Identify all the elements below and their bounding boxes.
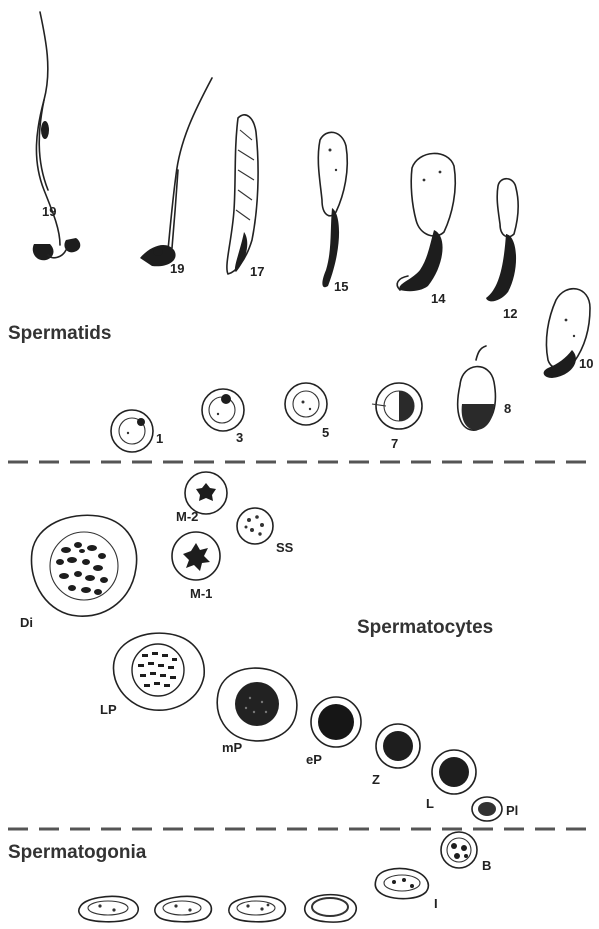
spermatid-8 — [458, 346, 496, 430]
spermatocyte-z — [376, 724, 420, 768]
label-spermatid-5: 5 — [322, 425, 329, 440]
label-spermatid-12: 12 — [503, 306, 517, 321]
spermatocyte-ep — [311, 697, 361, 747]
spermatid-19-b — [140, 78, 212, 266]
section-title-spermatocytes: Spermatocytes — [357, 617, 493, 638]
spermatocyte-lp — [113, 633, 204, 710]
label-spermatid-14: 14 — [431, 291, 446, 306]
label-spermatocyte-pl: Pl — [506, 803, 518, 818]
spermatogonium-a-1 — [79, 896, 138, 921]
spermatocyte-mp — [217, 668, 297, 741]
label-spermatocyte-mp: mP — [222, 740, 243, 755]
label-spermatogonium-b: B — [482, 858, 491, 873]
spermatocyte-ss — [237, 508, 273, 544]
label-spermatid-17: 17 — [250, 264, 264, 279]
spermatid-12 — [486, 179, 518, 302]
spermatocyte-l — [432, 750, 476, 794]
label-spermatid-10: 10 — [579, 356, 593, 371]
spermatocyte-m1 — [172, 532, 220, 580]
section-title-spermatogonia: Spermatogonia — [8, 842, 147, 863]
spermatid-5 — [285, 383, 327, 425]
label-spermatogonium-i: I — [434, 896, 438, 911]
label-spermatid-1: 1 — [156, 431, 163, 446]
spermatid-1 — [111, 410, 153, 452]
label-spermatid-19-a: 19 — [42, 204, 56, 219]
label-spermatocyte-ep: eP — [306, 752, 322, 767]
spermatogonium-a-2 — [155, 896, 212, 921]
spermatid-17 — [227, 115, 258, 274]
spermatid-19-a — [33, 12, 81, 260]
label-spermatocyte-z: Z — [372, 772, 380, 787]
label-spermatid-19-b: 19 — [170, 261, 184, 276]
spermatid-3 — [202, 389, 244, 431]
label-spermatocyte-m1: M-1 — [190, 586, 212, 601]
section-title-spermatids: Spermatids — [8, 323, 111, 344]
spermatogonium-b — [441, 832, 477, 868]
label-spermatocyte-m2: M-2 — [176, 509, 198, 524]
spermatid-14 — [397, 153, 455, 291]
label-spermatocyte-di: Di — [20, 615, 33, 630]
spermatocyte-di — [31, 515, 136, 616]
spermatogonium-a-4 — [305, 895, 357, 922]
spermatocyte-m2 — [185, 472, 227, 514]
spermatocyte-pl — [472, 797, 502, 821]
spermatogonium-i — [375, 868, 428, 898]
label-spermatocyte-lp: LP — [100, 702, 117, 717]
label-spermatid-7: 7 — [391, 436, 398, 451]
spermatid-15 — [318, 132, 347, 287]
label-spermatocyte-l: L — [426, 796, 434, 811]
label-spermatid-8: 8 — [504, 401, 511, 416]
spermatid-7 — [372, 383, 422, 429]
label-spermatid-15: 15 — [334, 279, 348, 294]
spermatogonium-a-3 — [229, 896, 286, 921]
label-spermatocyte-ss: SS — [276, 540, 294, 555]
label-spermatid-3: 3 — [236, 430, 243, 445]
